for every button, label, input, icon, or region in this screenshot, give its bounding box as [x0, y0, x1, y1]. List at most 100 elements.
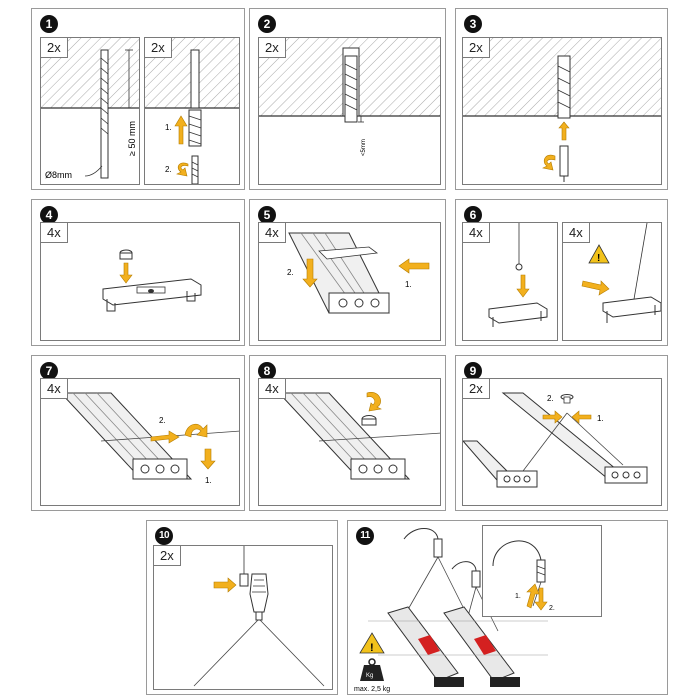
arrow-down-icon — [534, 587, 548, 611]
ceiling-hook — [492, 540, 542, 567]
yoke-fitting-illustration — [193, 546, 325, 687]
quantity-label: 2x — [463, 38, 490, 58]
drill-hole — [190, 49, 200, 109]
arrow-right-icon — [213, 577, 237, 593]
hook-screw — [559, 145, 569, 177]
rail-label-red — [418, 635, 440, 655]
rail-end-cap — [490, 677, 520, 687]
substep-1-label: 1. — [597, 414, 604, 423]
cap-tighten-illustration — [277, 391, 440, 480]
step-3-panel: 2x — [462, 37, 662, 185]
ceiling-hook — [403, 528, 439, 540]
step-number: 7 — [40, 362, 58, 380]
step-number: 4 — [40, 206, 58, 224]
rotate-arrow-icon — [366, 391, 382, 412]
quantity-label: 4x — [259, 223, 286, 243]
weight-icon — [360, 665, 384, 681]
rotate-arrow-icon — [176, 162, 189, 177]
substep-2-label: 2. — [165, 165, 172, 174]
step-4-panel: 4x — [40, 222, 240, 341]
rail-label-red — [474, 635, 496, 655]
substep-1-label: 1. — [165, 123, 172, 132]
max-load-label: max. 2,5 kg — [354, 686, 390, 693]
step-10-panel: 2x — [153, 545, 333, 690]
step-11: 11 ! Kg max. 2,5 kg 1. — [347, 520, 668, 695]
ceiling-hook — [451, 561, 477, 572]
step-3: 3 2x — [455, 8, 668, 190]
cable-attach-illustration — [488, 223, 548, 327]
substep-2-label: 2. — [159, 416, 166, 425]
step-number: 8 — [258, 362, 276, 380]
step-2: 2 2x <5mm — [249, 8, 446, 190]
depth-label: ≥ 50 mm — [127, 121, 137, 156]
step-9: 9 2x 2. 1. — [455, 355, 668, 511]
arrow-up-icon — [558, 121, 570, 141]
quantity-label: 2x — [41, 38, 68, 58]
cable-yoke-illustration: 2. 1. — [463, 392, 648, 488]
step-number: 6 — [464, 206, 482, 224]
step-10: 10 2x — [146, 520, 338, 695]
arrow-right-icon — [581, 280, 610, 296]
wall-plug-illustration: 1. 2. — [145, 38, 239, 184]
quantity-label: 4x — [563, 223, 590, 243]
arrow-right-icon — [542, 410, 563, 424]
weight-unit-label: Kg — [366, 673, 373, 679]
quantity-label: 4x — [41, 379, 68, 399]
wall-plug — [557, 55, 571, 119]
step-number: 11 — [356, 527, 374, 545]
step-number: 2 — [258, 15, 276, 33]
diameter-label: Ø8mm — [45, 170, 72, 180]
rail-end-cap — [434, 677, 464, 687]
step-7: 7 4x 2. 1. — [31, 355, 245, 511]
step-number: 1 — [40, 15, 58, 33]
quantity-label: 2x — [154, 546, 181, 566]
step-6-panel-hang: 4x — [462, 222, 558, 341]
step-1-panel-anchor: 2x 1. 2. — [144, 37, 240, 185]
cable — [318, 432, 440, 442]
arrow-down-icon — [516, 274, 530, 298]
step-1-panel-drill: 2x ≥ 50 mm Ø8mm — [40, 37, 140, 185]
quantity-label: 4x — [463, 223, 490, 243]
arrow-left-icon — [571, 410, 592, 424]
step-9-panel: 2x 2. 1. — [462, 378, 662, 506]
quantity-label: 4x — [259, 379, 286, 399]
cable-through-clip-illustration: 2. 1. — [59, 392, 239, 485]
plug-inserted-illustration: <5mm — [259, 38, 440, 156]
arrow-down-icon — [119, 262, 133, 284]
hook-screw-in-illustration — [463, 38, 661, 182]
final-assembly-illustration: ! Kg max. 2,5 kg — [354, 528, 548, 693]
arrow-up-icon — [174, 115, 188, 145]
quantity-label: 2x — [145, 38, 172, 58]
step-5-panel: 4x 2. 1. — [258, 222, 441, 341]
step-11-inset: 1. 2. — [482, 525, 602, 617]
step-8-panel: 4x — [258, 378, 441, 506]
quantity-label: 2x — [463, 379, 490, 399]
step-6: 6 4x 4x ! — [455, 199, 668, 346]
step-1: 1 2x ≥ 50 mm Ø8mm 2x — [31, 8, 245, 190]
svg-text:!: ! — [597, 253, 600, 264]
mounting-clip — [318, 246, 379, 260]
step-5: 5 4x 2. 1. — [249, 199, 446, 346]
substep-2-label: 2. — [547, 394, 554, 403]
cable-end — [239, 573, 249, 587]
hook-screw — [536, 559, 546, 583]
arrow-left-icon — [398, 258, 430, 274]
warning-icon — [359, 632, 385, 654]
cable-left — [193, 619, 259, 687]
hook-screw — [191, 155, 199, 184]
yoke-fitting — [249, 573, 269, 613]
step-number: 9 — [464, 362, 482, 380]
arrow-down-icon — [200, 448, 216, 470]
step-number: 10 — [155, 527, 173, 545]
step-6-panel-warning: 4x ! — [562, 222, 662, 341]
cable — [522, 412, 568, 472]
substep-2-label: 2. — [549, 605, 555, 612]
step-8: 8 4x — [249, 355, 446, 511]
arrow-down-icon — [302, 258, 318, 288]
substep-1-label: 1. — [205, 476, 212, 485]
quantity-label: 2x — [259, 38, 286, 58]
substep-1-label: 1. — [405, 280, 412, 289]
warning-icon — [588, 244, 610, 264]
arrow-up-icon — [526, 583, 540, 609]
rotate-arrow-icon — [542, 154, 556, 171]
